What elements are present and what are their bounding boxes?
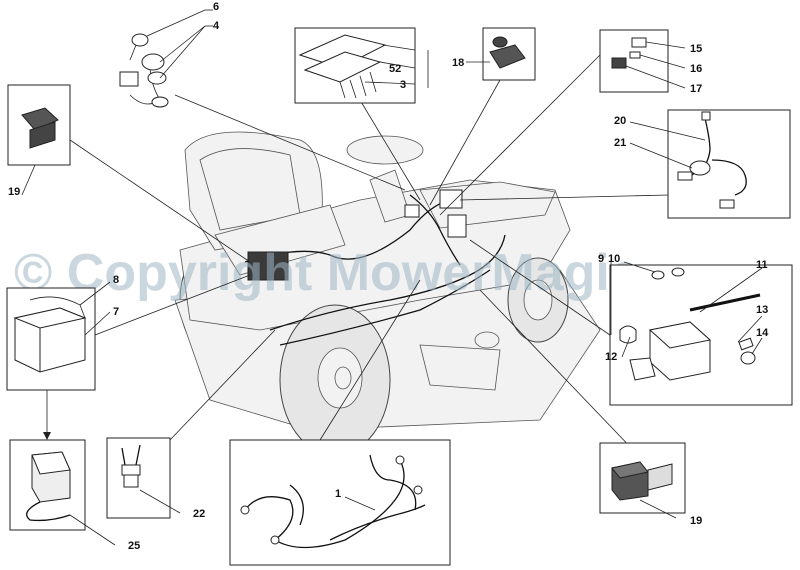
part-fuse-box [294,27,429,104]
watermark: © Copyright MowerMagic [14,244,639,302]
label-11: 11 [756,259,768,271]
label-52: 52 [389,63,401,75]
part-sensor-harness [629,109,791,219]
label-12: 12 [605,351,617,363]
label-3: 3 [400,79,406,91]
label-8: 8 [113,274,119,286]
part-connectors-15-17 [599,29,686,93]
part-pto-switch [466,27,536,81]
part-battery [6,281,111,440]
label-7: 7 [113,306,119,318]
harness-routing [244,189,506,346]
label-6: 6 [213,1,219,13]
label-17: 17 [690,83,702,95]
label-4: 4 [213,20,220,32]
label-19-bottom: 19 [690,515,702,527]
part-main-harness [229,439,451,566]
label-1: 1 [335,488,341,500]
label-13: 13 [756,304,768,316]
label-14: 14 [756,327,769,339]
part-seat-switch [7,84,71,196]
part-battery-charger [9,439,116,546]
label-22: 22 [193,508,205,520]
part-starter-solenoid [609,260,793,406]
part-relay [599,442,686,519]
label-15: 15 [690,43,702,55]
label-20: 20 [614,115,626,127]
label-9: 9 [598,253,604,265]
label-25: 25 [128,540,140,552]
label-18: 18 [452,57,464,69]
label-21: 21 [614,137,626,149]
part-oil-sensor [106,437,181,519]
label-19-top: 19 [8,186,20,198]
part-ignition-switch [119,9,213,108]
label-16: 16 [690,63,702,75]
label-10: 10 [608,253,620,265]
leader-lines [69,54,669,456]
callout-labels: 6 4 52 3 18 15 16 17 20 21 19 8 7 9 10 1… [8,1,769,552]
